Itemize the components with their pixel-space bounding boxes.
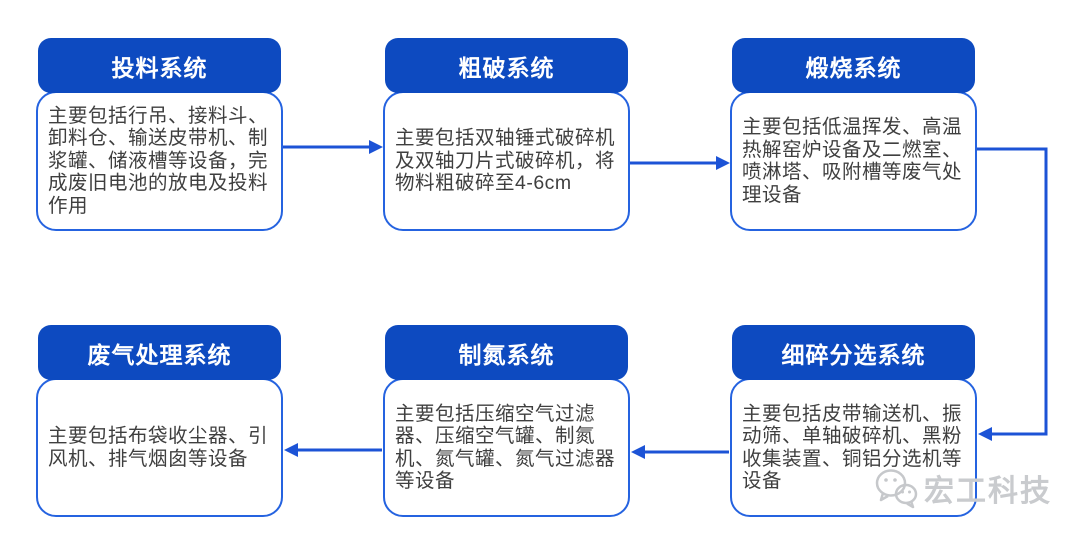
box-calcining-system-header: 煅烧系统 bbox=[732, 38, 975, 93]
box-title: 煅烧系统 bbox=[805, 54, 902, 81]
box-calcining-system-body: 主要包括低温挥发、高温热解窑炉设备及二燃室、喷淋塔、吸附槽等废气处理设备 bbox=[730, 91, 977, 231]
box-nitrogen-generation-system-body: 主要包括压缩空气过滤器、压缩空气罐、制氮机、氮气罐、氮气过滤器等设备 bbox=[383, 378, 630, 517]
wechat-icon bbox=[875, 469, 918, 509]
arrow-nitrogen-to-exhaust bbox=[284, 443, 382, 457]
brand-watermark: 宏工科技 bbox=[874, 466, 1052, 510]
box-title: 投料系统 bbox=[111, 54, 208, 81]
box-coarse-crushing-system-body: 主要包括双轴锤式破碎机及双轴刀片式破碎机，将物料粗破碎至4-6cm bbox=[383, 91, 630, 231]
box-title: 制氮系统 bbox=[458, 341, 555, 368]
box-feeding-system-header: 投料系统 bbox=[38, 38, 281, 93]
box-coarse-crushing-system-header: 粗破系统 bbox=[385, 38, 628, 93]
box-description: 主要包括皮带输送机、振动筛、单轴破碎机、黑粉收集装置、铜铝分选机等设备 bbox=[742, 402, 963, 493]
box-description: 主要包括压缩空气过滤器、压缩空气罐、制氮机、氮气罐、氮气过滤器等设备 bbox=[395, 402, 616, 493]
box-description: 主要包括双轴锤式破碎机及双轴刀片式破碎机，将物料粗破碎至4-6cm bbox=[395, 127, 616, 195]
box-description: 主要包括布袋收尘器、引风机、排气烟囱等设备 bbox=[48, 425, 269, 470]
arrow-calcining-to-sorting bbox=[977, 147, 1048, 441]
arrow-sorting-to-nitrogen bbox=[631, 445, 729, 459]
arrow-feeding-to-crushing bbox=[283, 140, 383, 154]
box-exhaust-gas-treatment-system-header: 废气处理系统 bbox=[38, 325, 281, 380]
box-description: 主要包括行吊、接料斗、卸料仓、输送皮带机、制浆罐、储液槽等设备，完成废旧电池的放… bbox=[48, 104, 269, 217]
box-exhaust-gas-treatment-system-body: 主要包括布袋收尘器、引风机、排气烟囱等设备 bbox=[36, 378, 283, 517]
box-title: 粗破系统 bbox=[458, 54, 555, 81]
box-fine-crushing-sorting-system-header: 细碎分选系统 bbox=[732, 325, 975, 380]
watermark-brand-text: 宏工科技 bbox=[924, 475, 1052, 508]
arrow-crushing-to-calcining bbox=[630, 156, 730, 170]
box-description: 主要包括低温挥发、高温热解窑炉设备及二燃室、喷淋塔、吸附槽等废气处理设备 bbox=[742, 116, 963, 206]
box-title: 废气处理系统 bbox=[87, 341, 232, 368]
box-title: 细碎分选系统 bbox=[781, 341, 926, 368]
box-nitrogen-generation-system-header: 制氮系统 bbox=[385, 325, 628, 380]
box-feeding-system-body: 主要包括行吊、接料斗、卸料仓、输送皮带机、制浆罐、储液槽等设备，完成废旧电池的放… bbox=[36, 91, 283, 231]
